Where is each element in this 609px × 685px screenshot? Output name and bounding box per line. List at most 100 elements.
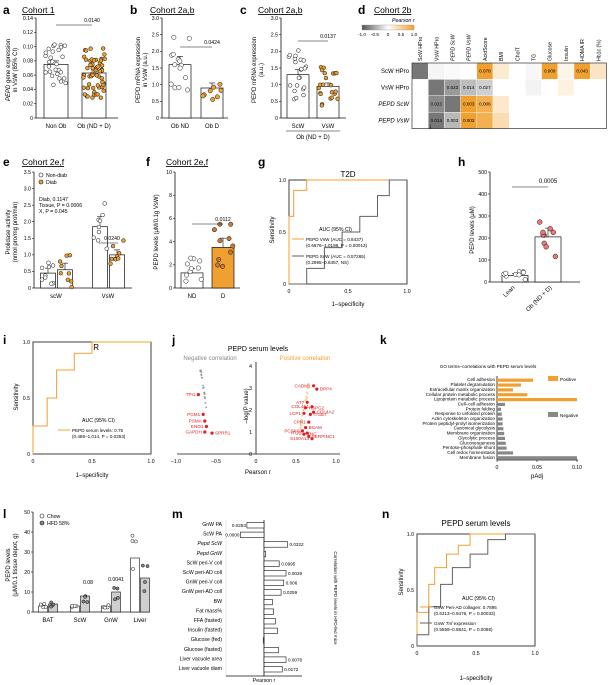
m-pvalue: 0.0078 [288,657,302,662]
d-heatmap-cell [460,62,478,80]
a-datapoint [90,66,95,71]
j-point-pos [299,428,302,430]
g-roc-curve [289,179,407,285]
e-datapoint [69,284,74,290]
h-ytick-label: 200 [478,236,487,242]
b-ytick-label: 1.0 [152,82,159,88]
panel-e-legend-nondiab-marker [38,172,44,178]
f-ytick-label: 0 [169,286,172,292]
f-datapoint [216,257,222,263]
m-row-label: GnW PA [202,522,222,528]
l-datapoint [70,603,74,608]
e-datapoint [96,229,102,235]
l-datapoint [145,564,150,568]
h-datapoint [537,219,543,225]
panel-l-cat-1: BAT [42,618,54,624]
panel-a-cohort: Cohort 1 [22,5,55,15]
d-col-label: CholT [515,46,521,61]
panel-letter-m: m [172,507,183,521]
panel-g-ticks: 000.50.51.01.0 [279,178,411,295]
j-label: PCSK9 [284,428,300,433]
panel-a: a Cohort 1 PEPD gene expression in VsW (… [3,3,118,130]
c-datapoint [329,90,335,95]
panel-l-bars [38,533,150,613]
a-datapoint [88,62,93,68]
l-datapoint [133,539,138,544]
j-point-pos [305,391,308,394]
j-point-neg [203,391,206,394]
l-datapoint [38,602,43,607]
m-bar [263,627,278,634]
c-ytick-label: 0 [275,116,278,122]
d-heatmap-cell [590,79,607,97]
j-label: ITGB1 [291,431,305,436]
l-datapoint [140,563,145,568]
j-xtick-label: 1.0 [332,459,339,465]
c-datapoint [323,75,329,81]
k-xtick-label: 0.10 [572,465,582,471]
panel-k: k GO terms–correlations with PEPD serum … [380,333,582,480]
c-ytick-label: 3.0 [271,16,278,22]
e-datapoint [66,271,72,276]
h-ytick-label: 100 [478,258,487,264]
n-xtick-label: 0 [416,651,419,657]
panel-n-ylabel: Sensitivity [399,568,405,595]
e-datapoint [110,243,116,249]
e-datapoint [104,246,109,251]
h-datapoint [552,253,559,260]
k-term-label: Platelet degranulation [451,382,496,387]
n-xtick-label: 1.0 [531,651,538,657]
c-datapoint [321,82,326,87]
d-heatmap-cell [525,111,542,129]
m-row-label: ScW PA [203,532,222,538]
k-bar [497,388,513,392]
n-xtick-label: 0.5 [472,651,479,657]
d-heatmap-cell [557,111,575,129]
m-pvalue: 0.006 [286,581,298,586]
m-row-label: GnW peri-V coll [186,580,222,586]
f-ytick-label: 8 [169,193,172,199]
panel-f: f Cohort 2e,f PEPD levels (μM/0.1g VsW) … [146,155,240,300]
d-heatmap-cell [541,95,558,113]
f-datapoint [198,276,204,282]
panel-i-xlabel: 1–specificity [76,473,109,479]
a-datapoint [98,95,104,100]
panel-h-cat-1: Lean [503,285,517,299]
a-ytick-label: 0.08 [23,59,33,65]
f-datapoint [188,265,194,271]
k-term-label: Glycolytic process [458,435,496,440]
l-bar [111,591,121,613]
l-datapoint [51,602,56,607]
c-datapoint [320,67,325,73]
a-datapoint [52,42,57,47]
n-ytick-label: 0 [411,644,414,650]
b-datapoint [207,88,213,94]
d-cell-value: 0.002 [463,118,475,123]
m-pvalue: 0.0253 [232,523,246,528]
f-ytick-label: 2 [169,263,172,269]
l-datapoint [43,605,48,609]
d-row-label: PEPD VsW [378,118,410,124]
e-datapoint [46,264,52,270]
a-datapoint [88,46,93,51]
k-bar [497,383,521,387]
m-bar [263,579,285,586]
k-bar [497,446,507,450]
panel-f-cohort: Cohort 2e,f [166,157,209,167]
k-bar [497,436,505,440]
m-row-label: Liver vacuole area [180,656,223,662]
j-point-neg [200,369,202,372]
l-datapoint [130,533,135,538]
b-datapoint [176,84,182,90]
panel-j-xlabel: Pearson r [245,470,271,476]
d-heatmap-cell [411,79,429,97]
panel-e-pvalue: 0.0240 [104,236,120,242]
panel-letter-d: d [358,3,365,17]
a-datapoint [101,46,106,51]
j-point-pos [300,420,302,423]
